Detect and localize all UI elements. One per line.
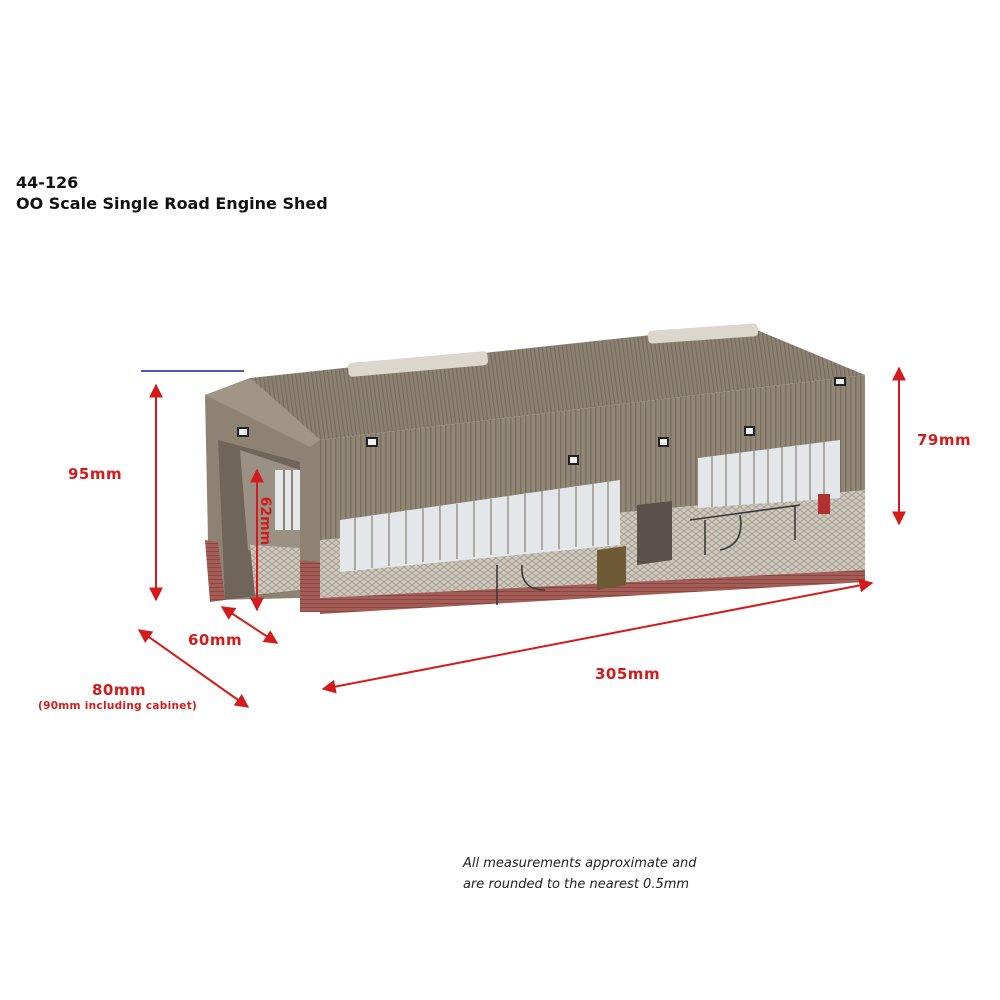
label-depth: 80mm <box>92 681 147 699</box>
window-right <box>698 440 840 508</box>
label-length: 305mm <box>595 665 661 683</box>
label-overall-height: 95mm <box>68 465 123 483</box>
label-door-height-wrap: 62mm <box>256 488 274 554</box>
electrical-cabinet <box>597 546 626 590</box>
engine-shed <box>205 323 865 614</box>
length-305-arrow <box>321 578 874 694</box>
roof-vent <box>647 323 759 344</box>
label-depth-note: (90mm including cabinet) <box>38 700 198 712</box>
depth-80-arrow <box>137 629 250 708</box>
footnote-line-1: All measurements approximate and <box>463 856 697 871</box>
personnel-door <box>637 501 672 565</box>
title-block: 44-126 OO Scale Single Road Engine Shed <box>16 172 328 214</box>
label-door-height: 62mm <box>257 496 273 546</box>
footnote-line-2: are rounded to the nearest 0.5mm <box>463 877 690 892</box>
window-left <box>340 480 620 572</box>
label-door-width: 60mm <box>188 631 243 649</box>
width-60-arrow <box>220 606 279 644</box>
roof-vent <box>347 351 489 377</box>
product-title: OO Scale Single Road Engine Shed <box>16 194 328 213</box>
label-eaves-height: 79mm <box>917 431 972 449</box>
measurement-footnote: All measurements approximate and are rou… <box>463 853 697 895</box>
fire-point <box>818 494 830 514</box>
product-sku: 44-126 <box>16 173 79 192</box>
roof <box>250 325 865 440</box>
